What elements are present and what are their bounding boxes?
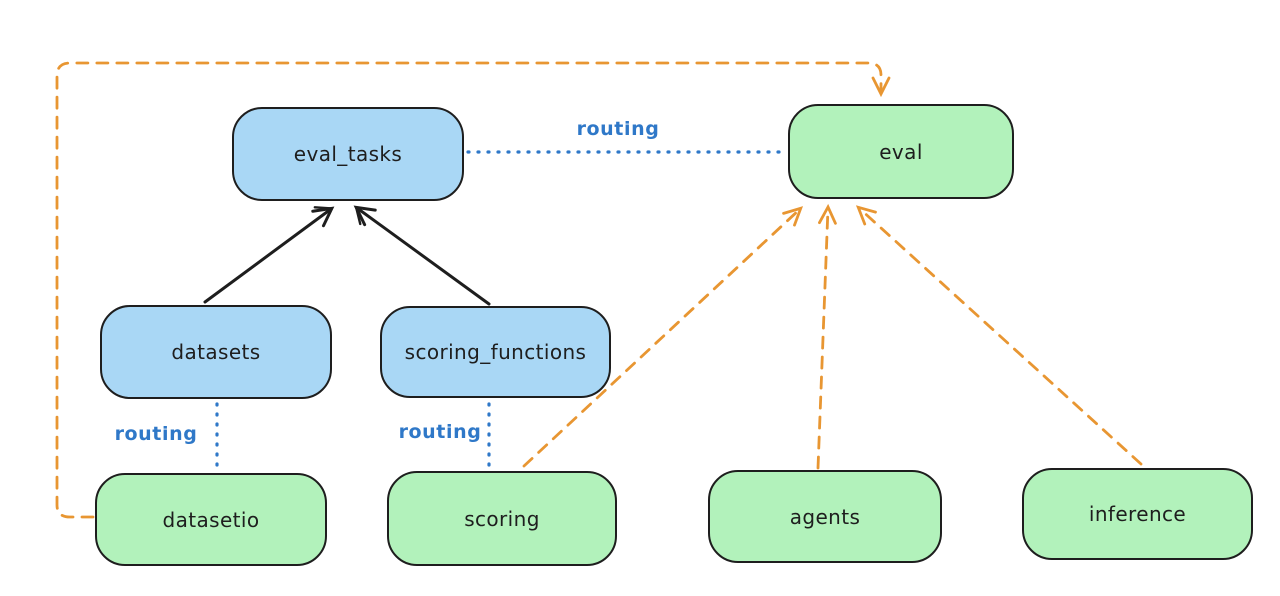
edge-scoring-to-eval — [522, 206, 804, 468]
edge-datasetio-to-eval — [55, 61, 891, 519]
edge-label-routing-scoring_functions-scoring: routing — [398, 421, 482, 443]
node-datasetio: datasetio — [95, 473, 327, 566]
node-eval: eval — [788, 104, 1014, 199]
edge-datasets-to-eval_tasks — [203, 206, 335, 304]
node-scoring-label: scoring — [464, 506, 540, 531]
node-eval_tasks: eval_tasks — [232, 107, 464, 201]
edge-scoring_functions-to-eval_tasks — [353, 205, 491, 306]
node-scoring: scoring — [387, 471, 617, 566]
node-inference-label: inference — [1088, 502, 1187, 526]
edge-inference-to-eval — [855, 205, 1143, 466]
edge-label-routing-datasets-datasetio: routing — [114, 423, 198, 445]
node-datasets-label: datasets — [171, 340, 261, 364]
node-inference: inference — [1022, 468, 1253, 560]
node-agents-label: agents — [789, 504, 861, 529]
node-eval-label: eval — [879, 139, 923, 164]
node-agents: agents — [708, 470, 942, 563]
edge-agents-to-eval — [816, 203, 837, 470]
node-eval_tasks-label: eval_tasks — [293, 142, 403, 166]
node-scoring_functions: scoring_functions — [380, 306, 611, 398]
edge-label-routing-eval_tasks-eval: routing — [576, 118, 660, 140]
node-scoring_functions-label: scoring_functions — [404, 340, 587, 364]
node-datasetio-label: datasetio — [162, 507, 260, 532]
node-datasets: datasets — [100, 305, 332, 399]
